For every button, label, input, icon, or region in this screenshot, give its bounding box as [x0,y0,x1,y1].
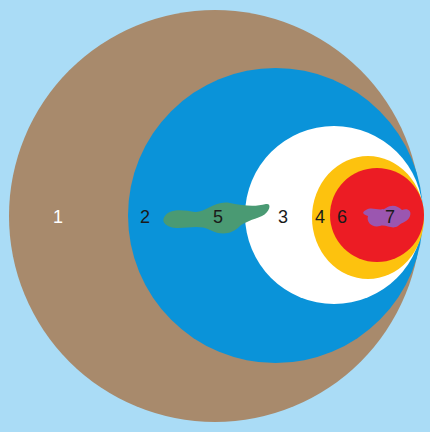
red-circle-fill [330,168,424,262]
purple-blob-fill [363,206,410,228]
green-blob: 5 [161,198,273,237]
green-blob-fill [163,203,269,234]
region-number: 7 [385,208,395,226]
region-number: 1 [53,208,63,226]
blue-circle: 234675 [128,68,423,363]
region-number: 3 [278,208,288,226]
region-number: 6 [337,208,347,226]
yellow-ellipse: 467 [312,156,424,279]
white-circle: 3467 [245,126,423,304]
blue-circle-fill [128,68,423,363]
red-circle: 67 [330,168,424,262]
region-number: 5 [213,208,223,226]
outer-circle: 1234675 [9,10,421,422]
purple-blob: 7 [361,202,413,231]
yellow-ellipse-fill [312,156,424,279]
white-circle-fill [245,126,423,304]
region-number: 2 [140,208,150,226]
region-number: 4 [315,208,325,226]
